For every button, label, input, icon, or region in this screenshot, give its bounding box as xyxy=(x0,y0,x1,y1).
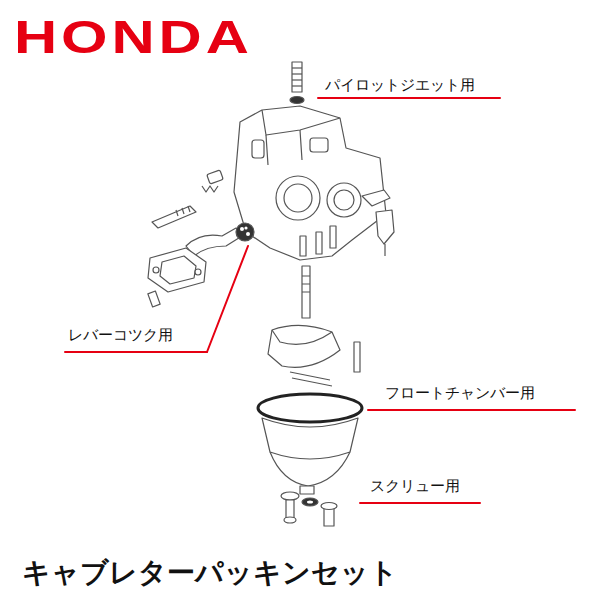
part-label: スクリュー用 xyxy=(370,477,460,495)
adjust-screw xyxy=(152,206,196,228)
screw-gasket xyxy=(302,498,318,506)
title: キャブレターパッキンセット xyxy=(22,556,398,590)
part-label: フロートチャンバー用 xyxy=(385,384,535,402)
carburetor-body xyxy=(234,106,386,260)
drain-screw-head xyxy=(281,492,299,500)
cock-gasket-plate xyxy=(148,248,206,292)
throttle-screw xyxy=(207,170,224,184)
label-underline xyxy=(318,97,500,99)
fuel-cock-gasket xyxy=(236,223,254,241)
main-nozzle xyxy=(302,266,310,318)
label-underline xyxy=(65,351,207,353)
label-underline xyxy=(368,409,575,411)
drain-screw xyxy=(286,500,294,518)
float-chamber xyxy=(262,418,358,486)
part-label: レバーコツク用 xyxy=(68,326,173,344)
fuel-cock-lever xyxy=(186,228,242,256)
pilot-jet xyxy=(292,62,302,92)
float-needle xyxy=(354,342,360,372)
float-chamber-gasket xyxy=(258,394,362,422)
leader-line xyxy=(207,246,248,352)
pilot-jet-gasket xyxy=(290,97,304,104)
part-label: パイロットジエット用 xyxy=(325,76,475,94)
label-underline xyxy=(360,502,480,504)
small-screw xyxy=(148,291,160,307)
float xyxy=(268,325,340,367)
brand-logo: HONDA xyxy=(14,10,253,65)
choke-flap xyxy=(376,210,394,244)
choke-bracket xyxy=(362,190,390,206)
